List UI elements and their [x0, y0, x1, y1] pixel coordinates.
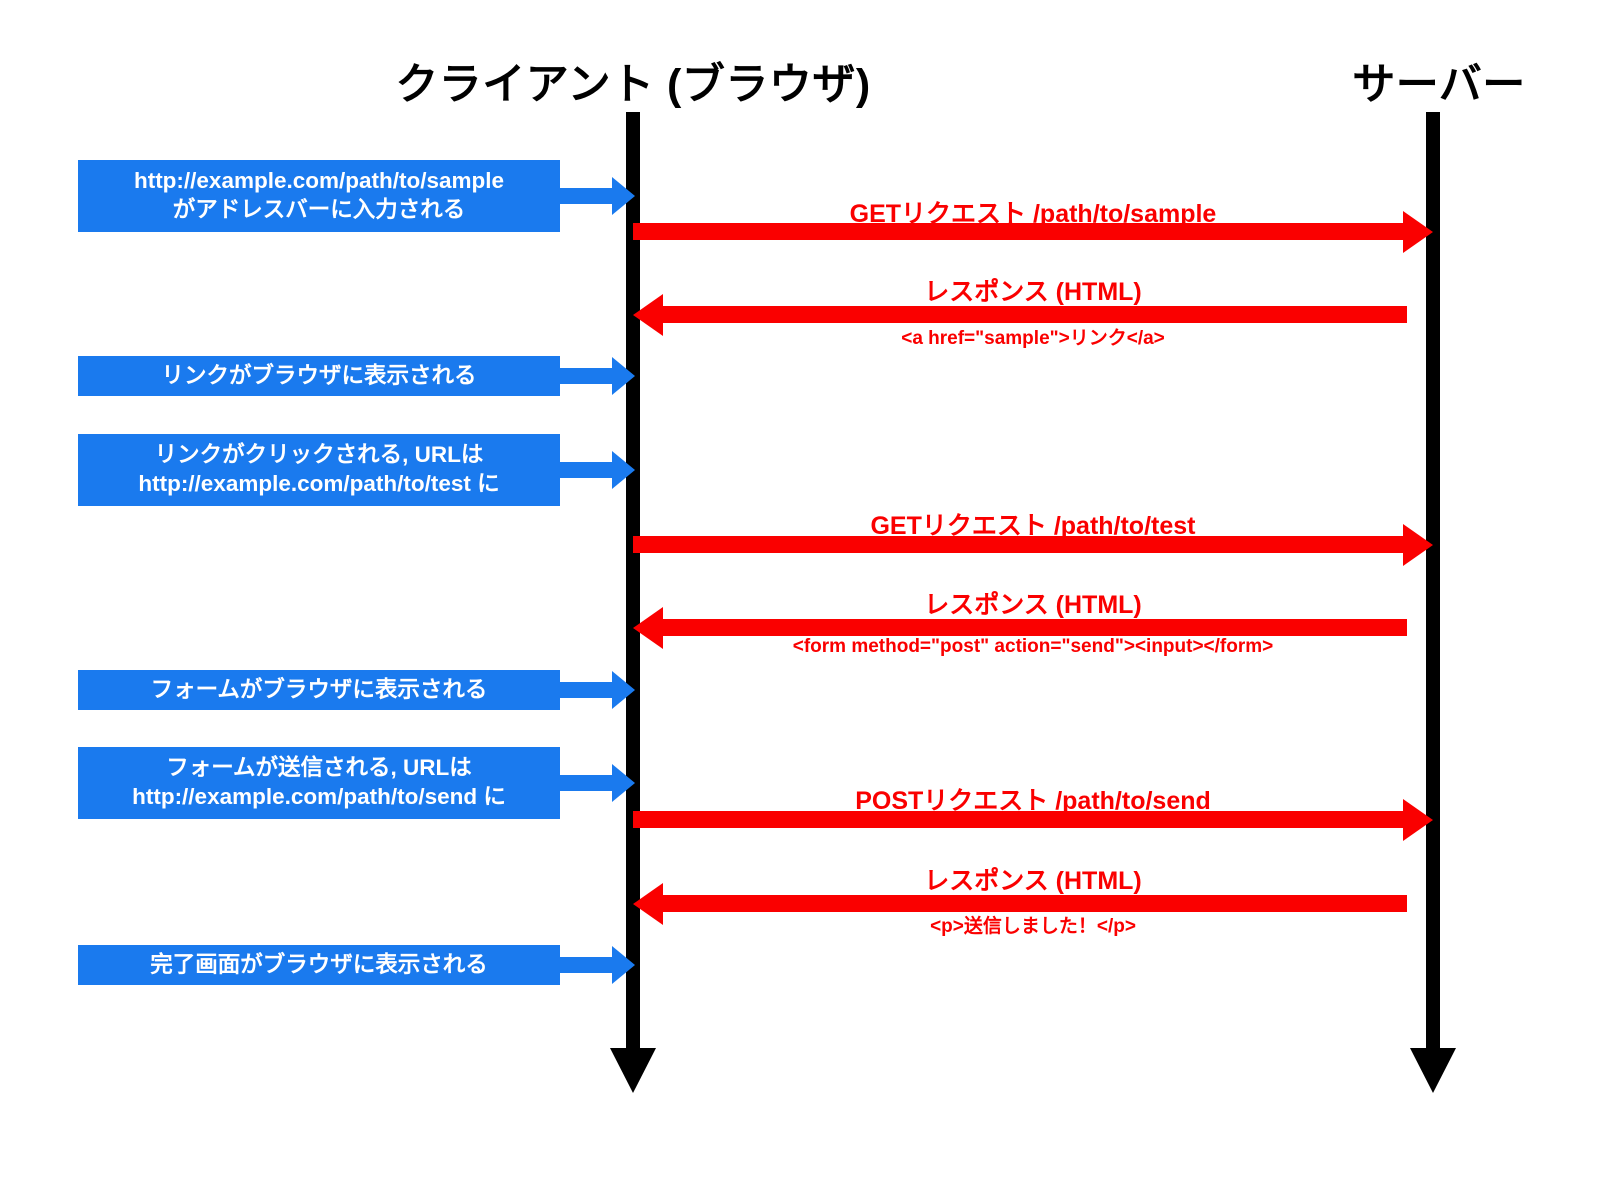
client-event-line: がアドレスバーに入力される [172, 197, 466, 222]
client-event-line: フォームがブラウザに表示される [150, 676, 488, 702]
client-event-arrow-icon [612, 451, 635, 489]
client-event-line: リンクがブラウザに表示される [161, 362, 477, 388]
client-event-form-displayed: フォームがブラウザに表示される [78, 670, 560, 710]
message-label-response-link: レスポンス (HTML) [924, 278, 1142, 306]
client-event-arrow-icon [612, 357, 635, 395]
client-event-arrow-shaft [558, 957, 615, 973]
message-shaft-response-link [663, 306, 1407, 323]
client-event-form-submitted: フォームが送信される, URLは http://example.com/path… [78, 747, 560, 819]
client-event-arrow-icon [612, 177, 635, 215]
client-event-arrow-shaft [558, 775, 615, 791]
message-label-response-form: レスポンス (HTML) [924, 591, 1142, 619]
message-shaft-get-sample [633, 223, 1407, 240]
client-event-line: フォームが送信される, URLは [166, 755, 472, 781]
client-event-arrow-icon [612, 946, 635, 984]
client-event-link-displayed: リンクがブラウザに表示される [78, 356, 560, 396]
client-event-line: http://example.com/path/to/sample [133, 168, 505, 194]
message-sublabel-response-form: <form method="post" action="send"><input… [792, 636, 1274, 657]
message-shaft-post-send [633, 811, 1407, 828]
message-arrow-icon-response-link [633, 294, 663, 336]
client-event-arrow-icon [612, 764, 635, 802]
message-sublabel-response-complete: <p>送信しました！</p> [930, 916, 1136, 937]
client-event-arrow-shaft [558, 462, 615, 478]
message-arrow-icon-get-sample [1403, 211, 1433, 253]
client-event-url-entered: http://example.com/path/to/sample がアドレスバ… [78, 160, 560, 232]
client-participant-title: クライアント (ブラウザ) [395, 61, 871, 109]
message-label-response-complete: レスポンス (HTML) [924, 867, 1142, 895]
message-arrow-icon-response-form [633, 607, 663, 649]
client-event-complete-displayed: 完了画面がブラウザに表示される [78, 945, 560, 985]
client-event-arrow-shaft [558, 682, 615, 698]
client-event-line: リンクがクリックされる, URLは [154, 442, 484, 468]
client-event-line: 完了画面がブラウザに表示される [150, 951, 488, 977]
message-arrow-icon-post-send [1403, 799, 1433, 841]
client-event-line: http://example.com/path/to/send に [132, 784, 506, 809]
client-event-link-clicked: リンクがクリックされる, URLは http://example.com/pat… [78, 434, 560, 506]
message-shaft-response-complete [663, 895, 1407, 912]
message-label-post-send: POSTリクエスト /path/to/send [855, 787, 1211, 815]
client-event-arrow-shaft [558, 188, 615, 204]
message-sublabel-response-link: <a href="sample">リンク</a> [901, 328, 1165, 349]
server-lifeline-arrow-icon [1410, 1048, 1456, 1093]
client-lifeline-arrow-icon [610, 1048, 656, 1093]
client-event-arrow-icon [612, 671, 635, 709]
message-shaft-response-form [663, 619, 1407, 636]
message-shaft-get-test [633, 536, 1407, 553]
client-event-arrow-shaft [558, 368, 615, 384]
server-participant-title: サーバー [1352, 61, 1526, 109]
message-arrow-icon-response-complete [633, 883, 663, 925]
client-event-line: http://example.com/path/to/test に [138, 471, 500, 496]
message-arrow-icon-get-test [1403, 524, 1433, 566]
message-label-get-test: GETリクエスト /path/to/test [870, 512, 1196, 540]
